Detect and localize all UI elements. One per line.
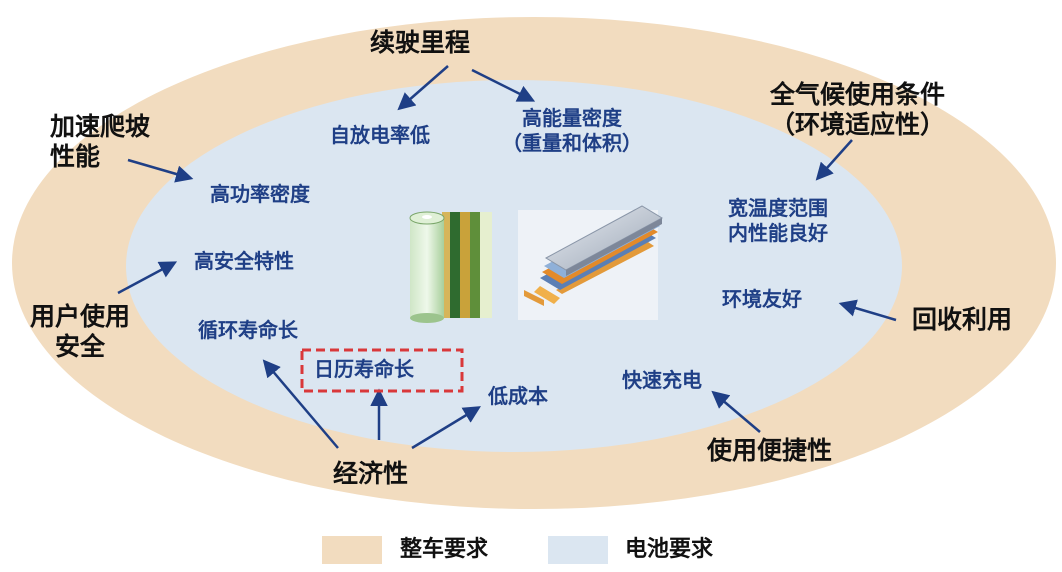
outer-label-all-climate-line1: 全气候使用条件 bbox=[770, 80, 946, 109]
outer-label-economy: 经济性 bbox=[333, 459, 409, 488]
outer-label-recycling: 回收利用 bbox=[912, 305, 1013, 334]
legend-swatch-battery bbox=[548, 536, 608, 564]
outer-label-all-climate: 全气候使用条件 （环境适应性） bbox=[770, 80, 945, 140]
outer-label-acceleration-line1: 加速爬坡 bbox=[50, 112, 151, 141]
pouch-cell-icon bbox=[518, 205, 664, 320]
arrow-climate-to-temperature bbox=[815, 139, 853, 181]
arrow-economy-to-low-cost bbox=[411, 406, 481, 450]
arrow-convenience-to-fast-charging bbox=[711, 390, 761, 433]
outer-label-user-safety-line2: 安全 bbox=[55, 332, 106, 361]
arrow-economy-to-cycle-life bbox=[262, 359, 339, 449]
inner-label-low-cost: 低成本 bbox=[488, 384, 548, 408]
inner-label-high-energy-density-line1: 高能量密度 bbox=[522, 106, 622, 130]
arrow-safety-to-high-safety bbox=[117, 261, 178, 295]
outer-label-acceleration-line2: 性能 bbox=[50, 142, 101, 171]
inner-label-low-self-discharge: 自放电率低 bbox=[330, 123, 430, 147]
inner-label-wide-temperature-line2: 内性能良好 bbox=[728, 221, 828, 245]
legend-label-vehicle: 整车要求 bbox=[400, 537, 489, 562]
cylindrical-cell-icon bbox=[409, 211, 492, 323]
inner-label-high-safety: 高安全特性 bbox=[194, 249, 294, 273]
inner-label-wide-temperature: 宽温度范围 内性能良好 bbox=[728, 196, 828, 246]
outer-label-driving-range: 续驶里程 bbox=[370, 28, 471, 57]
arrows bbox=[117, 65, 897, 450]
legend-label-battery: 电池要求 bbox=[625, 537, 714, 562]
inner-label-high-power-density: 高功率密度 bbox=[210, 182, 310, 206]
inner-label-environment-friendly: 环境友好 bbox=[722, 287, 802, 311]
inner-label-wide-temperature-line1: 宽温度范围 bbox=[728, 196, 828, 220]
inner-label-fast-charging: 快速充电 bbox=[622, 368, 702, 392]
outer-label-user-safety-line1: 用户使用 bbox=[30, 302, 131, 331]
inner-label-high-energy-density-line2: （重量和体积） bbox=[502, 131, 642, 155]
outer-label-convenience: 使用便捷性 bbox=[707, 436, 833, 465]
outer-label-all-climate-line2: （环境适应性） bbox=[770, 110, 946, 139]
legend-swatch-vehicle bbox=[322, 536, 382, 564]
inner-label-high-energy-density: 高能量密度 （重量和体积） bbox=[502, 106, 642, 156]
inner-label-cycle-life: 循环寿命长 bbox=[198, 318, 298, 342]
battery-requirement-ellipse bbox=[126, 80, 902, 452]
arrow-recycle-to-environment bbox=[838, 299, 897, 322]
arrow-acceleration-to-power bbox=[127, 158, 194, 183]
outer-label-user-safety: 用户使用 安全 bbox=[30, 302, 130, 362]
calendar-life-highlight bbox=[300, 348, 464, 393]
inner-label-calendar-life: 日历寿命长 bbox=[314, 357, 414, 381]
arrow-range-to-self-discharge bbox=[397, 65, 449, 111]
outer-label-acceleration: 加速爬坡 性能 bbox=[50, 112, 150, 172]
arrow-range-to-energy-density bbox=[471, 68, 536, 102]
